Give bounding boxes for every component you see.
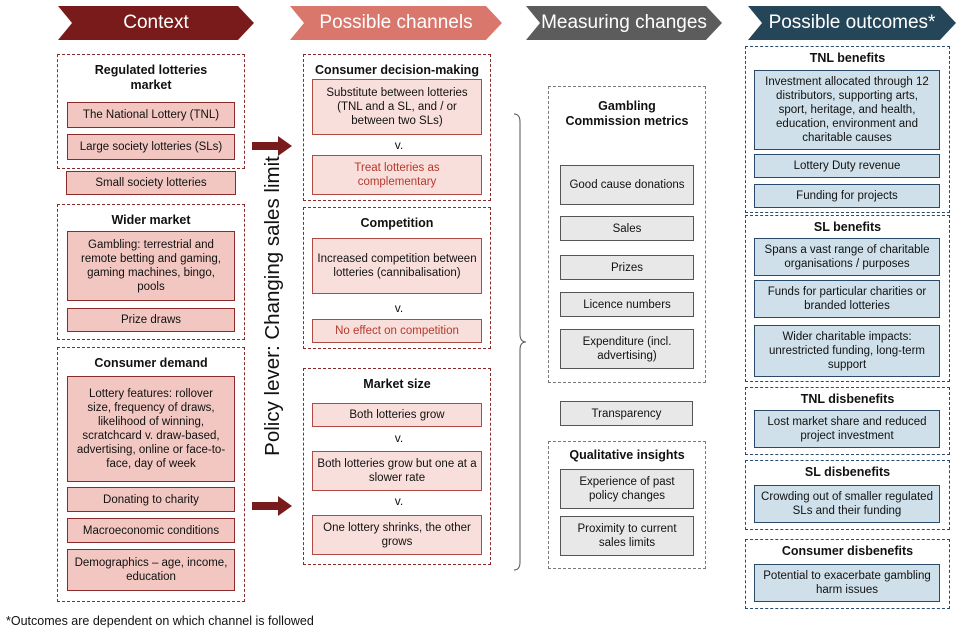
qualitative-group: Qualitative insights Experience of past …: [548, 441, 706, 569]
decision-making-group: Consumer decision-making Substitute betw…: [303, 54, 491, 201]
gc-metrics-title: Gambling Commission metrics: [565, 99, 689, 128]
metric-expenditure: Expenditure (incl. advertising): [560, 329, 694, 369]
outcome-tnl-lost-share: Lost market share and reduced project in…: [754, 410, 940, 448]
channel-substitute: Substitute between lotteries (TNL and a …: [312, 79, 482, 135]
outcome-sl-range: Spans a vast range of charitable organis…: [754, 238, 940, 276]
context-item-lottery-features: Lottery features: rollover size, frequen…: [67, 376, 235, 482]
header-context: Context: [58, 6, 254, 40]
sl-disbenefits-title: SL disbenefits: [804, 465, 891, 479]
channel-increased-competition: Increased competition between lotteries …: [312, 238, 482, 294]
header-channels: Possible channels: [290, 6, 502, 40]
consumer-disbenefits-group: Consumer disbenefits Potential to exacer…: [745, 539, 950, 609]
arrow-right-icon: [252, 136, 292, 156]
metric-sales: Sales: [560, 216, 694, 241]
policy-lever-label: Policy lever: Changing sales limit: [261, 156, 284, 456]
metric-prizes: Prizes: [560, 255, 694, 280]
channel-both-grow: Both lotteries grow: [312, 403, 482, 427]
transparency-box: Transparency: [560, 401, 693, 426]
wider-market-title: Wider market: [111, 213, 191, 227]
tnl-benefits-group: TNL benefits Investment allocated throug…: [745, 46, 950, 213]
context-item-gambling: Gambling: terrestrial and remote betting…: [67, 231, 235, 301]
regulated-market-title: Regulated lotteries market: [94, 63, 208, 92]
metric-good-cause: Good cause donations: [560, 165, 694, 205]
versus-label: v.: [394, 431, 404, 445]
header-channels-label: Possible channels: [319, 12, 473, 33]
context-item-macro: Macroeconomic conditions: [67, 518, 235, 543]
header-context-label: Context: [123, 12, 189, 33]
market-size-group: Market size Both lotteries grow v. Both …: [303, 368, 491, 565]
context-item-large-sl: Large society lotteries (SLs): [67, 134, 235, 160]
outcome-gambling-harm: Potential to exacerbate gambling harm is…: [754, 564, 940, 602]
outcome-sl-wider: Wider charitable impacts: unrestricted f…: [754, 325, 940, 377]
qualitative-title: Qualitative insights: [569, 448, 685, 462]
outcome-sl-funds: Funds for particular charities or brande…: [754, 280, 940, 318]
gc-metrics-group: Gambling Commission metrics Good cause d…: [548, 86, 706, 383]
consumer-demand-title: Consumer demand: [94, 356, 208, 370]
competition-title: Competition: [360, 216, 434, 230]
header-outcomes: Possible outcomes*: [748, 6, 956, 40]
versus-label: v.: [394, 494, 404, 508]
footnote: *Outcomes are dependent on which channel…: [6, 614, 314, 628]
context-item-small-sl: Small society lotteries: [66, 171, 236, 195]
context-item-tnl: The National Lottery (TNL): [67, 102, 235, 128]
regulated-market-group: Regulated lotteries market The National …: [57, 54, 245, 169]
versus-label: v.: [394, 138, 404, 152]
tnl-disbenefits-title: TNL disbenefits: [800, 392, 895, 406]
header-measuring: Measuring changes: [526, 6, 722, 40]
header-outcomes-label: Possible outcomes*: [768, 12, 936, 33]
context-item-prize-draws: Prize draws: [67, 308, 235, 332]
wider-market-group: Wider market Gambling: terrestrial and r…: [57, 204, 245, 340]
outcome-sl-crowding: Crowding out of smaller regulated SLs an…: [754, 485, 940, 523]
outcome-tnl-investment: Investment allocated through 12 distribu…: [754, 70, 940, 150]
channel-complementary: Treat lotteries as complementary: [312, 155, 482, 195]
arrow-right-icon: [252, 496, 292, 516]
outcome-funding-projects: Funding for projects: [754, 184, 940, 208]
decision-making-title: Consumer decision-making: [315, 63, 479, 77]
versus-label: v.: [394, 301, 404, 315]
channel-one-shrinks: One lottery shrinks, the other grows: [312, 515, 482, 555]
qual-past-changes: Experience of past policy changes: [560, 469, 694, 509]
channel-one-slower: Both lotteries grow but one at a slower …: [312, 451, 482, 491]
sl-benefits-title: SL benefits: [813, 220, 882, 234]
channel-no-effect: No effect on competition: [312, 319, 482, 343]
outcome-lottery-duty: Lottery Duty revenue: [754, 154, 940, 178]
bracket-icon: [513, 113, 527, 571]
tnl-disbenefits-group: TNL disbenefits Lost market share and re…: [745, 387, 950, 455]
sl-disbenefits-group: SL disbenefits Crowding out of smaller r…: [745, 460, 950, 530]
market-size-title: Market size: [363, 377, 431, 391]
header-measuring-label: Measuring changes: [541, 12, 707, 33]
context-item-donating: Donating to charity: [67, 487, 235, 512]
sl-benefits-group: SL benefits Spans a vast range of charit…: [745, 215, 950, 382]
metric-licence: Licence numbers: [560, 292, 694, 317]
context-item-demographics: Demographics – age, income, education: [67, 549, 235, 591]
tnl-benefits-title: TNL benefits: [809, 51, 886, 65]
consumer-demand-group: Consumer demand Lottery features: rollov…: [57, 347, 245, 602]
consumer-disbenefits-title: Consumer disbenefits: [781, 544, 914, 558]
competition-group: Competition Increased competition betwee…: [303, 207, 491, 349]
qual-proximity: Proximity to current sales limits: [560, 516, 694, 556]
